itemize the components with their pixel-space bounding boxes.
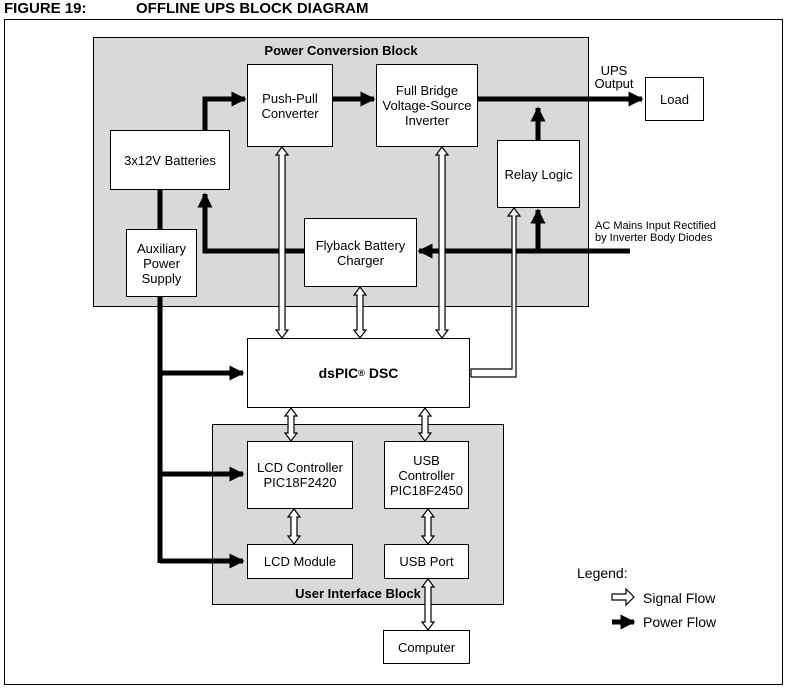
flyback-charger-block: Flyback Battery Charger (304, 218, 417, 287)
figure-number: FIGURE 19: (4, 0, 87, 17)
signal-flow-inverter-dspic (434, 146, 450, 339)
lcd-module-block: LCD Module (247, 544, 353, 579)
usb-port-block: USB Port (384, 544, 469, 579)
signal-flow-usb-port-computer (420, 578, 436, 631)
lcd-controller-block: LCD Controller PIC18F2420 (247, 441, 353, 509)
figure-heading: OFFLINE UPS BLOCK DIAGRAM (136, 0, 369, 17)
power-flow-charger-to-batteries (197, 192, 304, 254)
figure-frame (4, 19, 783, 685)
legend-signal-arrow (611, 587, 635, 607)
load-block: Load (645, 77, 704, 121)
signal-flow-lcd-controller-module (286, 508, 302, 545)
signal-flow-push-pull-dspic (274, 146, 290, 339)
signal-flow-usb-controller-port (420, 508, 436, 545)
legend-power-flow-label: Power Flow (643, 614, 717, 630)
signal-flow-dspic-lcd-controller (283, 407, 299, 442)
legend-signal-flow-label: Signal Flow (643, 590, 716, 606)
computer-block: Computer (383, 630, 470, 664)
user-interface-block-title: User Interface Block (295, 586, 421, 601)
ups-output-label: UPS Output (594, 63, 634, 91)
dsc-label: DSC (364, 364, 399, 381)
full-bridge-inverter-block: Full Bridge Voltage-Source Inverter (376, 64, 478, 147)
auxiliary-power-supply-block: Auxiliary Power Supply (126, 229, 197, 297)
ac-mains-input-label: AC Mains Input Rectified by Inverter Bod… (595, 220, 717, 244)
dspic-label: dsPIC (318, 364, 359, 381)
power-flow-batteries-to-push-pull (202, 91, 247, 130)
dspic-dsc-block: dsPIC® DSC (247, 338, 470, 408)
batteries-block: 3x12V Batteries (110, 130, 230, 190)
relay-logic-block: Relay Logic (497, 140, 580, 208)
usb-controller-block: USB Controller PIC18F2450 (384, 441, 469, 509)
figure-title: FIGURE 19: OFFLINE UPS BLOCK DIAGRAM (4, 0, 369, 17)
push-pull-converter-block: Push-Pull Converter (247, 64, 333, 147)
power-conversion-block-title: Power Conversion Block (264, 43, 418, 58)
signal-flow-charger-dspic (352, 286, 368, 339)
legend-title: Legend: (577, 565, 628, 581)
registered-mark: ® (358, 367, 365, 378)
signal-flow-dspic-relay (470, 207, 522, 378)
signal-flow-dspic-usb-controller (417, 407, 433, 442)
